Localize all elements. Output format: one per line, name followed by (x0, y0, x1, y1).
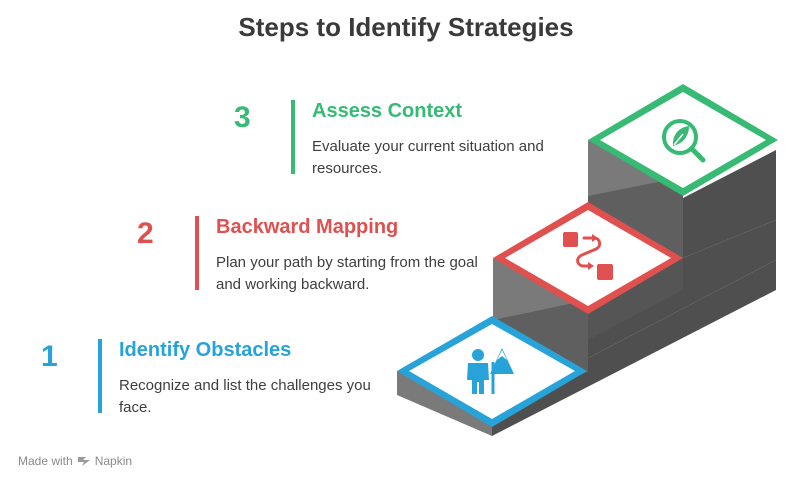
footer: Made with Napkin (18, 454, 132, 468)
path-route-icon (563, 232, 613, 280)
step-description: Evaluate your current situation and reso… (312, 138, 544, 177)
hiker-mountain-icon (467, 348, 514, 394)
step-heading: Assess Context (312, 100, 463, 122)
leaf-magnifier-icon (662, 119, 706, 163)
napkin-logo-icon (77, 457, 90, 466)
page-title: Steps to Identify Strategies (238, 12, 574, 42)
step-heading: Backward Mapping (216, 216, 399, 238)
step-1-tile (397, 316, 587, 427)
staircase-body (397, 140, 776, 436)
step-2-tile (493, 202, 683, 314)
step-heading: Identify Obstacles (119, 339, 292, 361)
made-with-label: Made with (18, 454, 73, 468)
step-description: Plan your path by starting from the goal… (216, 254, 478, 293)
step-number: 2 (137, 217, 154, 250)
napkin-brand[interactable]: Napkin (94, 454, 133, 468)
step-divider (291, 100, 295, 174)
step-divider (195, 216, 199, 290)
step-divider (98, 339, 102, 413)
step-number: 3 (234, 101, 251, 134)
step-number: 1 (41, 340, 58, 373)
step-description: Recognize and list the challenges you fa… (119, 377, 371, 416)
step-3-tile (588, 84, 778, 196)
